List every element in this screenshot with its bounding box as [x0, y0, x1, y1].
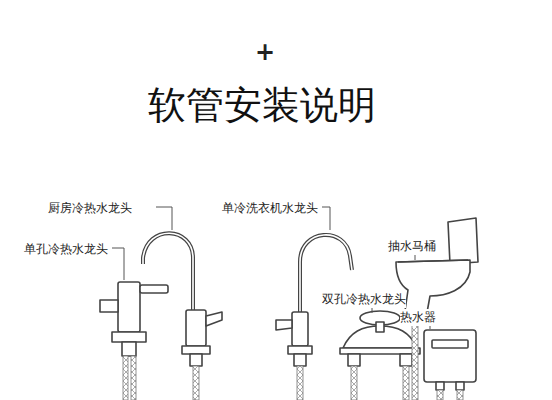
- toilet: [396, 218, 478, 318]
- part-label: 单冷洗衣机水龙头: [222, 200, 318, 217]
- title: 软管安装说明: [148, 80, 376, 131]
- part-label: 热水器: [400, 309, 436, 326]
- leader-lines: [112, 207, 430, 329]
- kitchen-faucet: [143, 233, 222, 366]
- basin-faucet: [100, 282, 168, 356]
- part-label: 双孔冷热水龙头: [322, 291, 406, 308]
- part-label: 抽水马桶: [388, 238, 436, 255]
- part-label: 厨房冷热水龙头: [48, 200, 132, 217]
- hoses: [123, 318, 463, 400]
- part-label: 单孔冷热水龙头: [24, 241, 108, 258]
- plus-sign: +: [255, 38, 275, 66]
- water-heater: [424, 330, 476, 390]
